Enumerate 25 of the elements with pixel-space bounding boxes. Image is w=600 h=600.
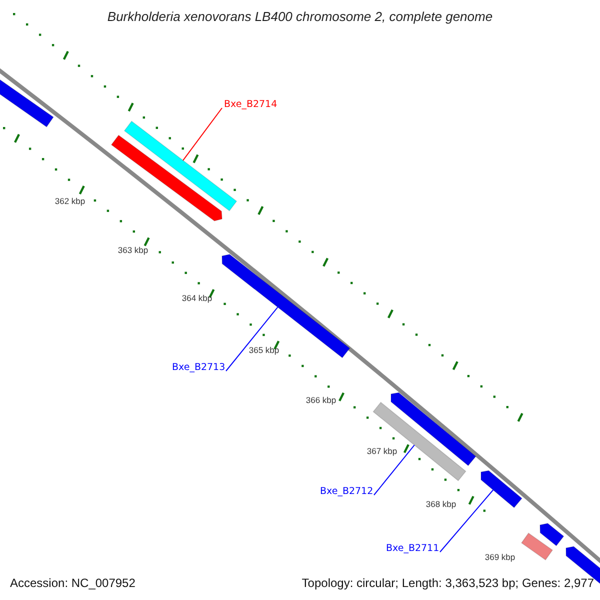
gene-label: Bxe_B2712 bbox=[320, 486, 374, 498]
gene-bar bbox=[110, 134, 222, 222]
scale-label: 368 kbp bbox=[426, 499, 456, 509]
gene-bar bbox=[480, 470, 522, 508]
leader-line bbox=[182, 108, 222, 161]
scale-label: 365 kbp bbox=[248, 345, 280, 355]
accession-label: Accession: NC_007952 bbox=[10, 576, 136, 590]
genome-summary: Topology: circular; Length: 3,363,523 bp; Genes: 2,977 bbox=[302, 576, 594, 590]
gene-bar bbox=[520, 532, 554, 560]
gene-bar bbox=[222, 254, 350, 358]
title: Burkholderia xenovorans LB400 chromosome 2, complete genome bbox=[106, 9, 494, 24]
scale-label: 366 kbp bbox=[306, 395, 336, 405]
gene-label: Bxe_B2714 bbox=[224, 99, 278, 111]
leader-line bbox=[440, 490, 494, 552]
gene-bar bbox=[124, 120, 238, 212]
scale-label: 362 kbp bbox=[54, 196, 86, 206]
scale-label: 363 kbp bbox=[118, 245, 148, 255]
gene-label: Bxe_B2711 bbox=[386, 543, 440, 555]
scale-label: 367 kbp bbox=[366, 446, 398, 456]
gene-label: Bxe_B2713 bbox=[172, 362, 226, 374]
leader-line bbox=[226, 306, 278, 372]
leader-line bbox=[374, 444, 415, 496]
gene-bar bbox=[540, 522, 564, 546]
scale-label: 364 kbp bbox=[182, 293, 212, 303]
scale-label: 369 kbp bbox=[484, 552, 516, 562]
